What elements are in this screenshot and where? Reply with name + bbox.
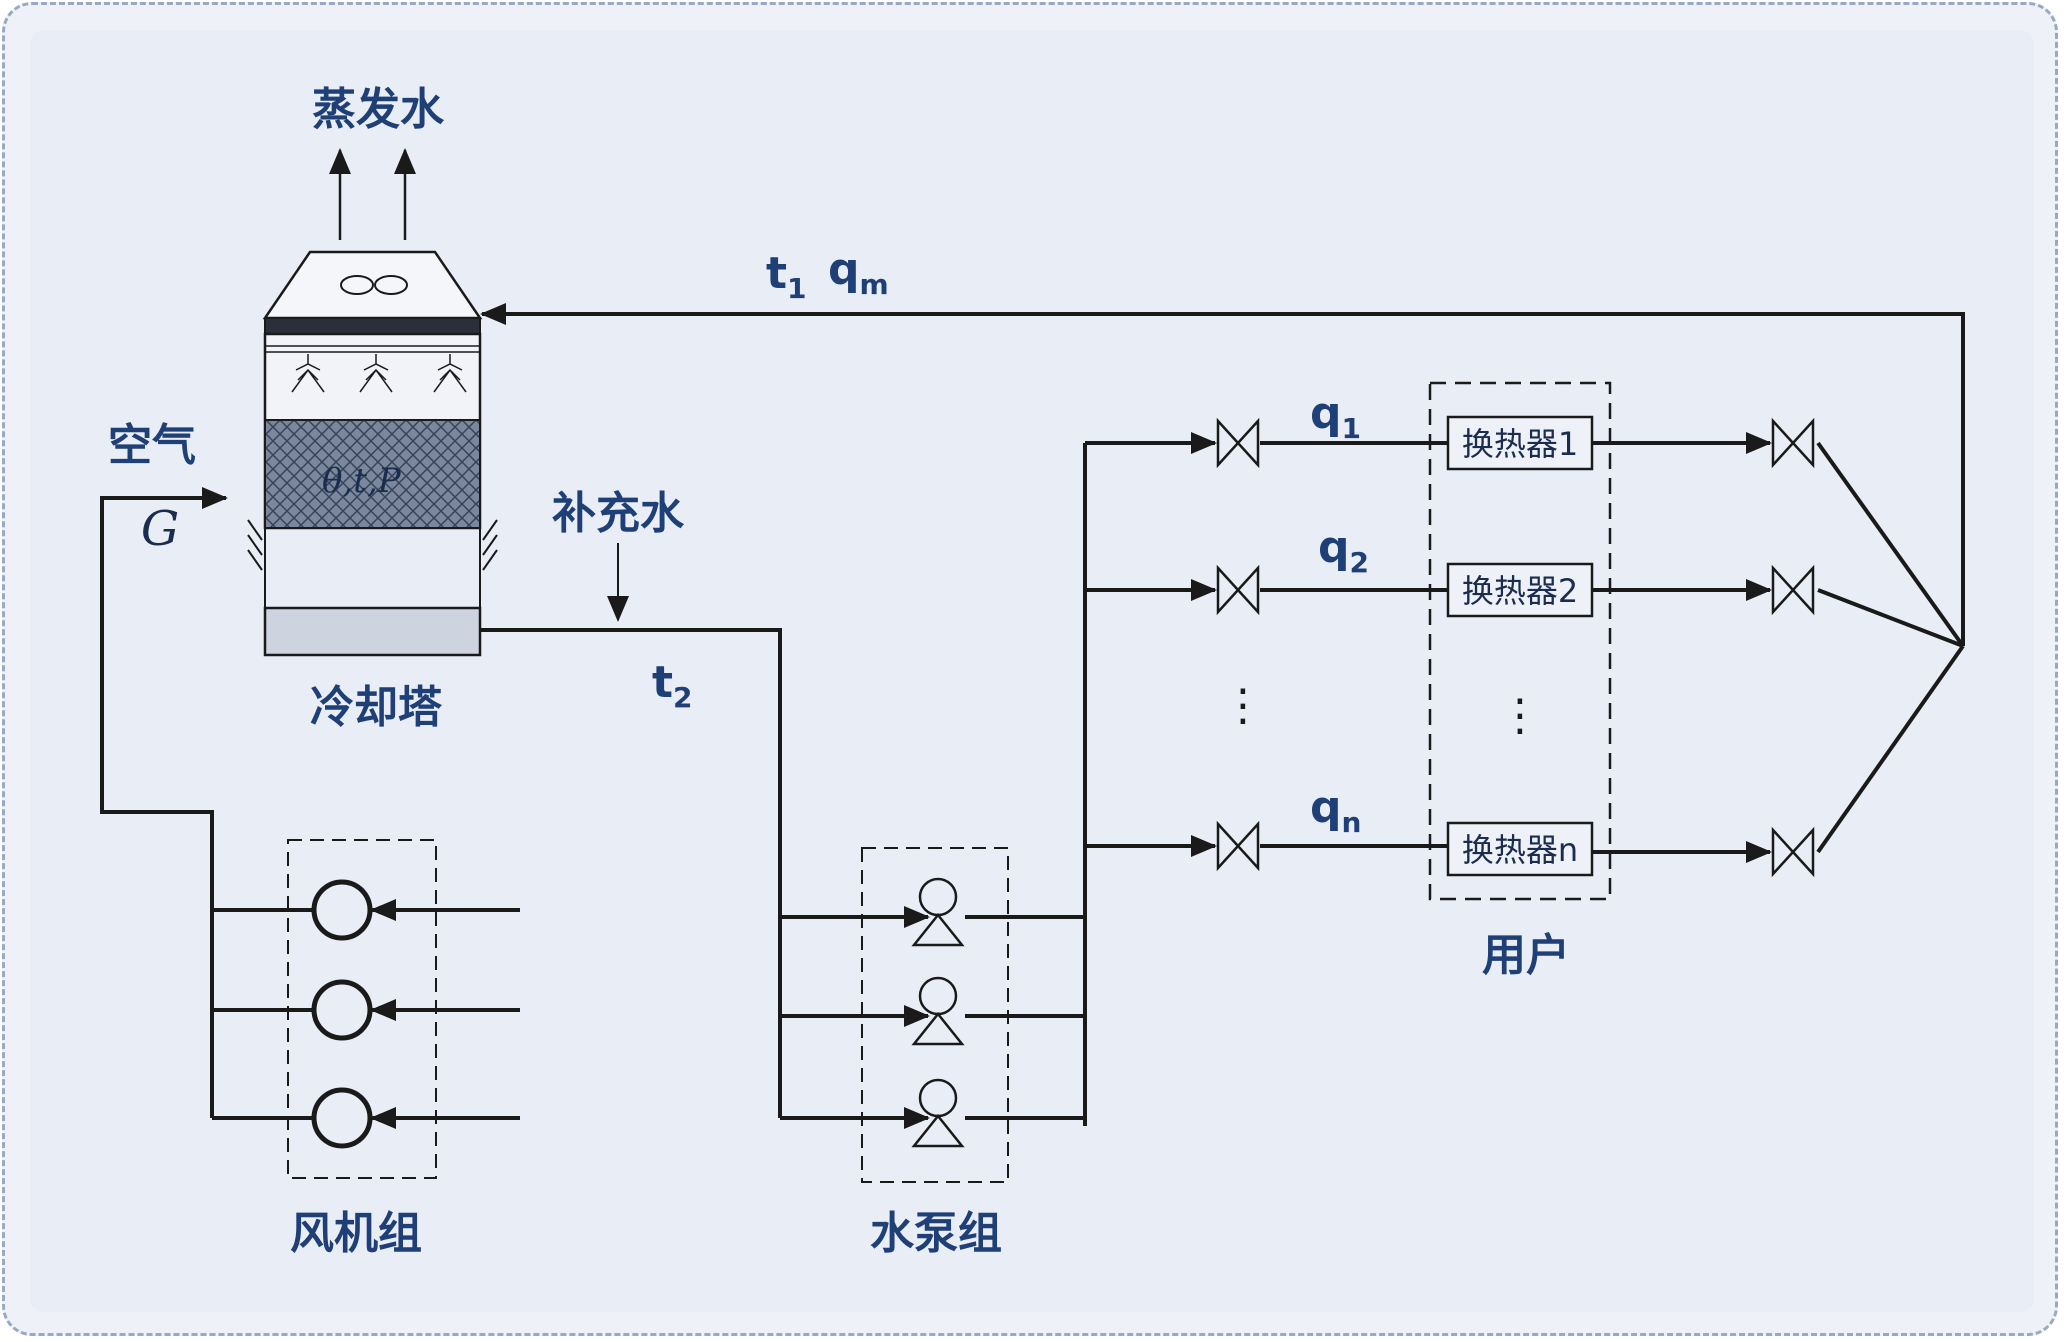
water-basin [263, 606, 482, 657]
fan-group-label: 风机组 [290, 1208, 422, 1259]
spray-nozzles [291, 354, 467, 393]
branch-flow-label: q1 [1310, 388, 1361, 445]
pump-icon [911, 976, 965, 1046]
return-temp-symbol: t [766, 248, 787, 299]
valve-icon [1216, 417, 1260, 469]
valve-icon [1771, 826, 1815, 878]
valve-icon [1771, 417, 1815, 469]
heat-exchanger-box [1446, 821, 1594, 877]
supply-pipe [480, 628, 782, 1118]
heat-exchanger-box [1446, 415, 1594, 471]
return-temp-label: t1 [766, 248, 807, 305]
ellipsis-valves: ⋮ [1221, 680, 1265, 731]
evaporated-water-label: 蒸发水 [312, 84, 445, 135]
cooling-tower-label: 冷却塔 [310, 682, 443, 733]
air-duct [100, 487, 228, 1118]
fan-group-boundary [287, 839, 437, 1179]
branch-flow-symbol: q [1310, 388, 1342, 439]
fan-icon [311, 1087, 373, 1149]
valve-icon [1216, 820, 1260, 872]
branch-flow-symbol: q [1318, 522, 1350, 573]
heat-exchanger-box [1446, 562, 1594, 618]
air-inlet-louvers [247, 519, 498, 571]
tower-parameters-label: θ,t,P [322, 461, 402, 501]
branch-flow-label: q2 [1318, 522, 1369, 579]
supply-temp-subscript: 2 [673, 681, 692, 714]
heat-exchanger-label: 换热器2 [1462, 572, 1578, 610]
valve-icon [1771, 564, 1815, 616]
mass-flow-label: qm [828, 244, 889, 301]
air-flow-symbol: G [141, 501, 179, 557]
user-group: 换热器1 换热器2 换热器n [1428, 381, 1612, 901]
pump-icon [911, 1078, 965, 1148]
heat-exchanger-label: 换热器n [1462, 831, 1578, 869]
user-group-boundary [1428, 381, 1612, 901]
cooling-tower: θ,t,P [247, 148, 498, 657]
heat-exchanger-label: 换热器1 [1462, 425, 1578, 463]
valve-icon [1216, 564, 1260, 616]
return-pipe [480, 303, 1965, 646]
supply-temp-label: t2 [652, 657, 693, 714]
air-label: 空气 [108, 420, 196, 471]
pump-icon [911, 877, 965, 947]
fan-icon [311, 879, 373, 941]
return-temp-subscript: 1 [787, 272, 806, 305]
mass-flow-symbol: q [828, 244, 860, 295]
branch-flow-subscript: 2 [1350, 546, 1369, 579]
ellipsis-exchangers: ⋮ [1498, 690, 1542, 741]
mass-flow-subscript: m [860, 268, 889, 301]
pump-group-boundary [861, 847, 1009, 1183]
valves [1216, 417, 1815, 878]
piping [100, 303, 1965, 1129]
pump-group-label: 水泵组 [870, 1208, 1002, 1259]
users-label: 用户 [1482, 930, 1570, 981]
supply-temp-symbol: t [652, 657, 673, 708]
branch-flow-symbol: q [1310, 782, 1342, 833]
tower-fan-icon [340, 275, 408, 295]
branch-flow-subscript: 1 [1342, 412, 1361, 445]
fan-icon [311, 979, 373, 1041]
fill-packing [264, 419, 481, 529]
pump-group [861, 847, 1009, 1183]
branch-flow-label: qn [1310, 782, 1361, 839]
mist-eliminator [264, 317, 481, 335]
makeup-water-label: 补充水 [552, 488, 685, 539]
fan-group [287, 839, 437, 1179]
branch-flow-subscript: n [1342, 806, 1362, 839]
